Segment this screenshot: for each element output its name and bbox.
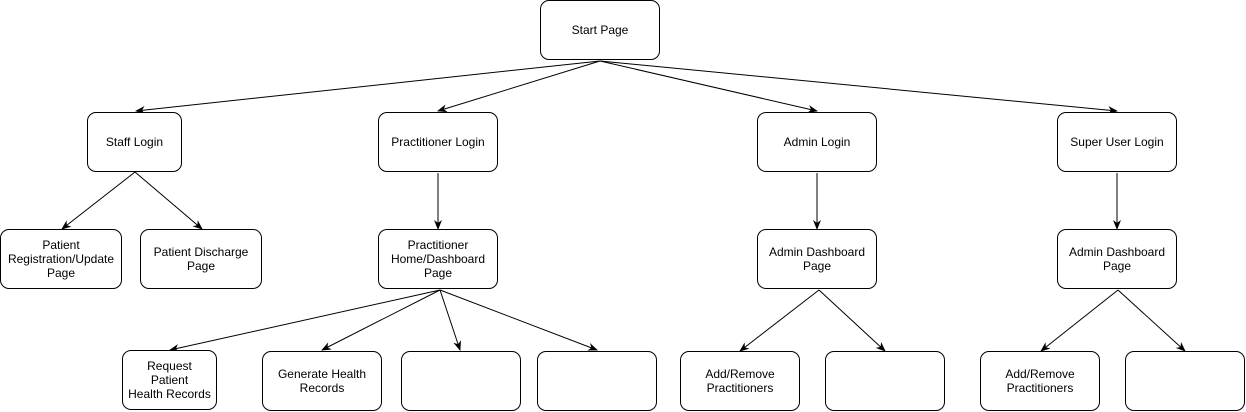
practitioner-empty-node-1[interactable] bbox=[401, 351, 521, 411]
dashboard-to-empty-2-arrow bbox=[439, 289, 598, 351]
staff-to-discharge-arrow bbox=[134, 171, 203, 230]
admin-dashboard-label: Admin Dashboard Page bbox=[768, 245, 866, 273]
patient-discharge-node[interactable]: Patient Discharge Page bbox=[140, 229, 262, 289]
admin-dashboard-to-add-remove-arrow bbox=[739, 289, 820, 352]
start-to-practitioner-login-arrow bbox=[437, 60, 601, 113]
start-to-super-user-login-arrow bbox=[599, 60, 1118, 115]
admin-add-remove-label: Add/Remove Practitioners bbox=[705, 367, 775, 395]
patient-registration-node[interactable]: Patient Registration/Update Page bbox=[0, 229, 122, 289]
request-records-label: Request Patient Health Records bbox=[128, 359, 211, 401]
super-dashboard-to-empty-arrow bbox=[1117, 289, 1186, 352]
super-user-dashboard-node[interactable]: Admin Dashboard Page bbox=[1057, 229, 1177, 289]
practitioner-login-node[interactable]: Practitioner Login bbox=[378, 112, 498, 172]
dashboard-to-generate-records-arrow bbox=[321, 289, 441, 351]
admin-dashboard-node[interactable]: Admin Dashboard Page bbox=[757, 229, 877, 289]
staff-login-label: Staff Login bbox=[105, 135, 164, 149]
patient-discharge-label: Patient Discharge Page bbox=[153, 245, 249, 273]
start-to-staff-login-arrow bbox=[135, 60, 601, 115]
practitioner-login-label: Practitioner Login bbox=[391, 135, 485, 149]
admin-empty-node[interactable] bbox=[825, 351, 945, 411]
request-records-node[interactable]: Request Patient Health Records bbox=[122, 350, 217, 410]
super-add-remove-label: Add/Remove Practitioners bbox=[1005, 367, 1075, 395]
dashboard-to-request-records-arrow bbox=[169, 289, 441, 352]
super-user-login-node[interactable]: Super User Login bbox=[1057, 112, 1177, 172]
generate-records-label: Generate Health Records bbox=[277, 367, 367, 395]
staff-to-registration-arrow bbox=[61, 171, 136, 230]
admin-dashboard-to-empty-arrow bbox=[818, 289, 886, 352]
start-to-admin-login-arrow bbox=[599, 60, 818, 113]
patient-registration-label: Patient Registration/Update Page bbox=[7, 238, 115, 280]
admin-login-label: Admin Login bbox=[783, 135, 851, 149]
practitioner-dashboard-label: Practitioner Home/Dashboard Page bbox=[390, 238, 486, 280]
super-user-dashboard-label: Admin Dashboard Page bbox=[1068, 245, 1166, 273]
start-page-node[interactable]: Start Page bbox=[540, 0, 660, 60]
super-user-login-label: Super User Login bbox=[1070, 135, 1164, 149]
super-dashboard-to-add-remove-arrow bbox=[1040, 289, 1119, 352]
generate-records-node[interactable]: Generate Health Records bbox=[262, 351, 382, 411]
practitioner-empty-node-2[interactable] bbox=[537, 351, 657, 411]
start-page-label: Start Page bbox=[571, 23, 629, 37]
super-add-remove-node[interactable]: Add/Remove Practitioners bbox=[980, 351, 1100, 411]
practitioner-dashboard-node[interactable]: Practitioner Home/Dashboard Page bbox=[378, 229, 498, 289]
dashboard-to-empty-1-arrow bbox=[439, 289, 461, 351]
super-empty-node[interactable] bbox=[1125, 351, 1245, 411]
admin-add-remove-node[interactable]: Add/Remove Practitioners bbox=[680, 351, 800, 411]
staff-login-node[interactable]: Staff Login bbox=[87, 112, 182, 172]
admin-login-node[interactable]: Admin Login bbox=[757, 112, 877, 172]
